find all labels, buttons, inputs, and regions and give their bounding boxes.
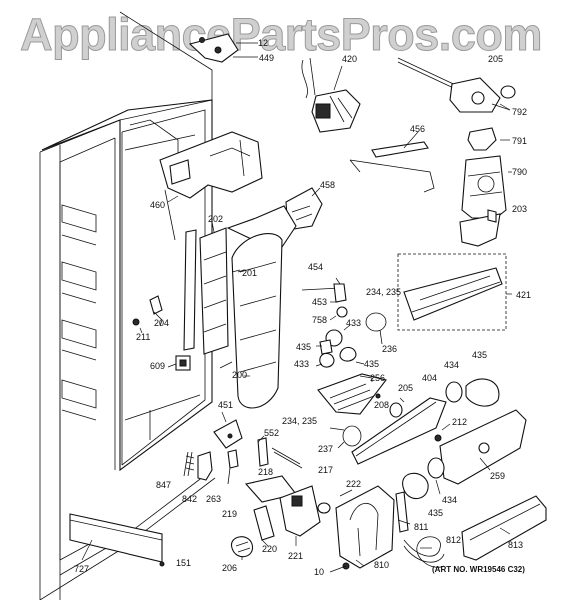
callout: 435	[296, 342, 311, 352]
leader-lines	[219, 103, 511, 573]
callout: 12	[258, 38, 268, 48]
callout: 433	[294, 359, 309, 369]
callout: 609	[150, 361, 165, 371]
part-236-spring	[365, 312, 387, 345]
callout: 435	[472, 350, 487, 360]
callout: 456	[410, 124, 425, 134]
callout: 433	[346, 318, 361, 328]
callout: 435	[428, 508, 443, 518]
callout: 211	[136, 332, 150, 342]
water-tubing-group	[335, 485, 445, 570]
part-421-inset	[397, 253, 512, 331]
callout: 842	[182, 494, 197, 504]
callout: 205	[398, 383, 413, 393]
callout: 218	[258, 467, 273, 477]
auger-assembly	[397, 57, 516, 219]
callout: 449	[259, 53, 274, 63]
callout: 259	[490, 471, 505, 481]
callout: 404	[422, 373, 437, 383]
callout: 212	[452, 417, 467, 427]
callout: 217	[318, 465, 333, 475]
callout: 219	[222, 509, 237, 519]
callout: 454	[308, 262, 323, 272]
callout: 813	[508, 540, 523, 550]
callout: 451	[218, 400, 233, 410]
callout: 151	[176, 558, 191, 568]
callout: 208	[374, 400, 389, 410]
callout: 810	[374, 560, 389, 570]
callout: 552	[264, 428, 279, 438]
callout: 200	[232, 370, 247, 380]
part-460-duct	[159, 131, 263, 203]
callout: 792	[512, 107, 527, 117]
watermark: AppliancePartsPros.com	[20, 9, 543, 60]
callout: 204	[154, 318, 169, 328]
part-420-motor	[301, 57, 361, 133]
callout: 727	[74, 564, 89, 574]
callout: 811	[414, 522, 428, 532]
part-813-grille	[461, 495, 547, 561]
callout: 236	[382, 344, 397, 354]
lamp-socket-group	[301, 277, 365, 368]
callout: 421	[516, 290, 531, 300]
part-256-tray	[317, 373, 387, 415]
callout: 256	[370, 373, 385, 383]
callout: 203	[512, 204, 527, 214]
part-609-switch	[167, 355, 191, 371]
part-259-cover	[439, 409, 527, 485]
callout: 201	[242, 268, 257, 278]
top-bracket-449	[188, 33, 258, 63]
callout: 460	[150, 200, 165, 210]
callout: 758	[312, 315, 327, 325]
lamp-lower-434	[402, 457, 445, 500]
callout: 237	[318, 444, 333, 454]
callout: 434	[442, 495, 457, 505]
callout: 10	[314, 567, 324, 577]
part-203-shield	[459, 209, 501, 247]
callout: 205	[488, 54, 503, 64]
lower-bracket-group	[231, 475, 331, 558]
art-number: (ART NO. WR19546 C32)	[432, 565, 525, 574]
callout-labels: 12 449 420 205 792 791 456 790 460 458 2…	[74, 38, 531, 577]
lower-hardware-group	[183, 411, 303, 485]
callout: 263	[206, 494, 221, 504]
callout: 420	[342, 54, 357, 64]
callout: 453	[312, 297, 327, 307]
part-237-spring	[337, 425, 362, 449]
callout: 234, 235	[282, 416, 317, 426]
callout: 202	[208, 214, 223, 224]
callout: 220	[262, 544, 277, 554]
part-204-bumper	[132, 295, 163, 334]
callout: 790	[512, 167, 527, 177]
callout: 791	[512, 136, 527, 146]
part-458	[285, 187, 323, 231]
callout: 847	[156, 480, 171, 490]
callout: 434	[444, 360, 459, 370]
callout: 206	[222, 563, 237, 573]
lamp-right-434	[445, 378, 500, 407]
callout: 458	[320, 180, 335, 190]
part-727-kickplate	[69, 513, 165, 567]
callout: 222	[346, 479, 361, 489]
part-456-rail	[349, 131, 435, 193]
callout: 812	[446, 535, 461, 545]
part-201-panel	[183, 205, 297, 409]
callout: 435	[364, 359, 379, 369]
callout: 234, 235	[366, 287, 401, 297]
part-404-chute	[351, 397, 447, 465]
callout: 221	[288, 551, 303, 561]
